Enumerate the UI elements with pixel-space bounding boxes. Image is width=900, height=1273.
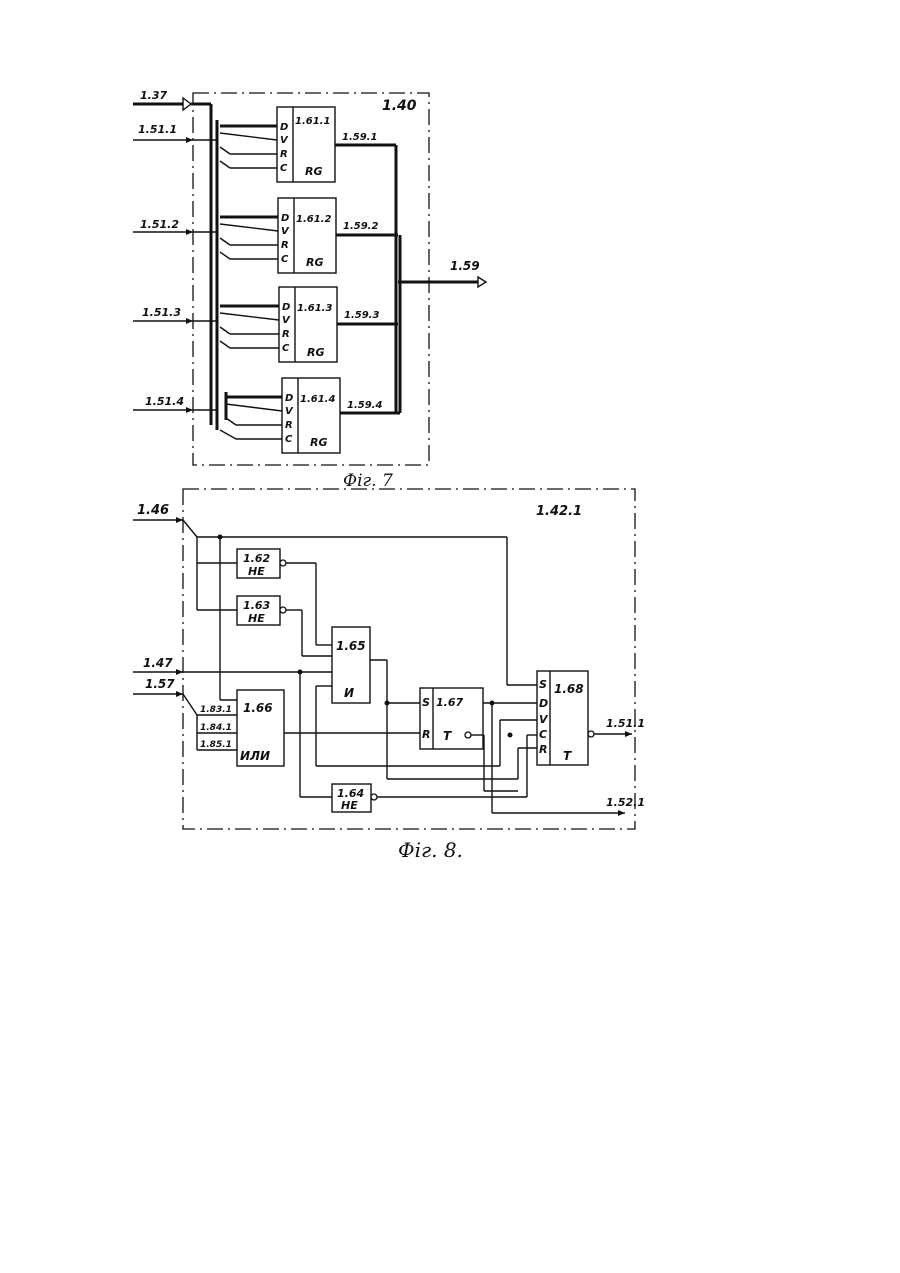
svg-text:1.62: 1.62 [243,552,270,565]
svg-text:RG: RG [306,256,324,269]
svg-text:НЕ: НЕ [341,799,358,812]
svg-text:D: D [280,122,288,133]
svg-text:S: S [539,678,547,691]
fig8-diagram: 1.42.1 1.46 1.62 НЕ 1.63 НЕ [133,489,645,862]
svg-text:1.59.3: 1.59.3 [344,310,379,321]
gate-1-63-not: 1.63 НЕ [237,596,332,656]
svg-text:RG: RG [305,165,323,178]
svg-text:R: R [282,329,290,340]
fig7-caption: Фiг. 7 [343,471,393,491]
svg-text:1.61.2: 1.61.2 [296,214,331,225]
svg-text:1.61.4: 1.61.4 [300,394,335,405]
svg-text:C: C [282,343,290,354]
svg-text:R: R [281,240,289,251]
or-input-2-label: 1.84.1 [200,723,232,733]
svg-text:R: R [539,743,547,756]
gate-1-66-or: 1.66 ИЛИ [237,690,420,766]
fig7-out-bus-label: 1.59 [450,259,480,273]
fig8-caption: Фiг. 8. [398,838,463,862]
fig8-out-1521-label: 1.52.1 [606,796,645,809]
svg-text:1.59.1: 1.59.1 [342,132,377,143]
svg-text:V: V [539,713,549,726]
fig7-register-2: D V R C 1.61.2 RG 1.59.2 [220,198,398,273]
svg-text:V: V [282,315,291,326]
svg-text:RG: RG [310,436,328,449]
svg-text:D: D [281,213,289,224]
svg-text:D: D [539,697,548,710]
svg-text:S: S [422,696,430,709]
fig7-register-3: D V R C 1.61.3 RG 1.59.3 [220,287,398,362]
svg-text:T: T [563,749,572,763]
svg-text:C: C [285,434,293,445]
fig8-in-157-label: 1.57 [145,677,175,691]
svg-text:V: V [280,135,289,146]
fig7-in4-label: 1.51.4 [145,395,184,408]
fig7-bus-in-label: 1.37 [140,89,167,102]
fig8-in-146-label: 1.46 [137,503,169,518]
fig8-block-border [183,489,635,829]
fig7-diagram: 1.40 1.37 1.51.1 1.51.2 1.51.3 1.51.4 D … [133,89,486,491]
svg-text:1.65: 1.65 [336,639,366,653]
fig7-in1-label: 1.51.1 [138,123,177,136]
svg-text:НЕ: НЕ [248,565,265,578]
fig8-out-1511-label: 1.51.1 [606,717,645,730]
fig8-block-label: 1.42.1 [536,504,582,519]
svg-text:1.59.4: 1.59.4 [347,400,382,411]
svg-text:R: R [285,420,293,431]
or-input-1-label: 1.83.1 [200,705,232,715]
svg-text:R: R [280,149,288,160]
svg-text:НЕ: НЕ [248,612,265,625]
fig7-register-1: D V R C 1.61.1 RG 1.59.1 [220,107,396,182]
fig7-register-4: D V R C 1.61.4 RG 1.59.4 [220,378,400,453]
svg-text:1.59.2: 1.59.2 [343,221,378,232]
svg-text:1.61.3: 1.61.3 [297,303,332,314]
svg-text:1.61.1: 1.61.1 [295,116,330,127]
fig7-block-label: 1.40 [382,98,417,114]
svg-text:1.63: 1.63 [243,599,270,612]
svg-text:R: R [422,728,430,741]
svg-text:D: D [285,393,293,404]
fig7-in3-label: 1.51.3 [142,306,181,319]
svg-text:D: D [282,302,290,313]
svg-text:C: C [281,254,289,265]
svg-text:ИЛИ: ИЛИ [240,749,270,763]
svg-text:T: T [443,729,452,743]
or-input-3-label: 1.85.1 [200,740,232,750]
svg-text:C: C [280,163,288,174]
fig7-in2-label: 1.51.2 [140,218,179,231]
svg-text:V: V [281,226,290,237]
svg-text:V: V [285,406,294,417]
svg-text:1.68: 1.68 [554,682,584,696]
svg-text:1.67: 1.67 [436,696,463,709]
svg-text:1.66: 1.66 [243,701,273,715]
fig8-in-147-label: 1.47 [143,656,173,670]
svg-text:RG: RG [307,346,325,359]
svg-text:C: C [539,728,547,741]
svg-text:И: И [344,686,354,700]
